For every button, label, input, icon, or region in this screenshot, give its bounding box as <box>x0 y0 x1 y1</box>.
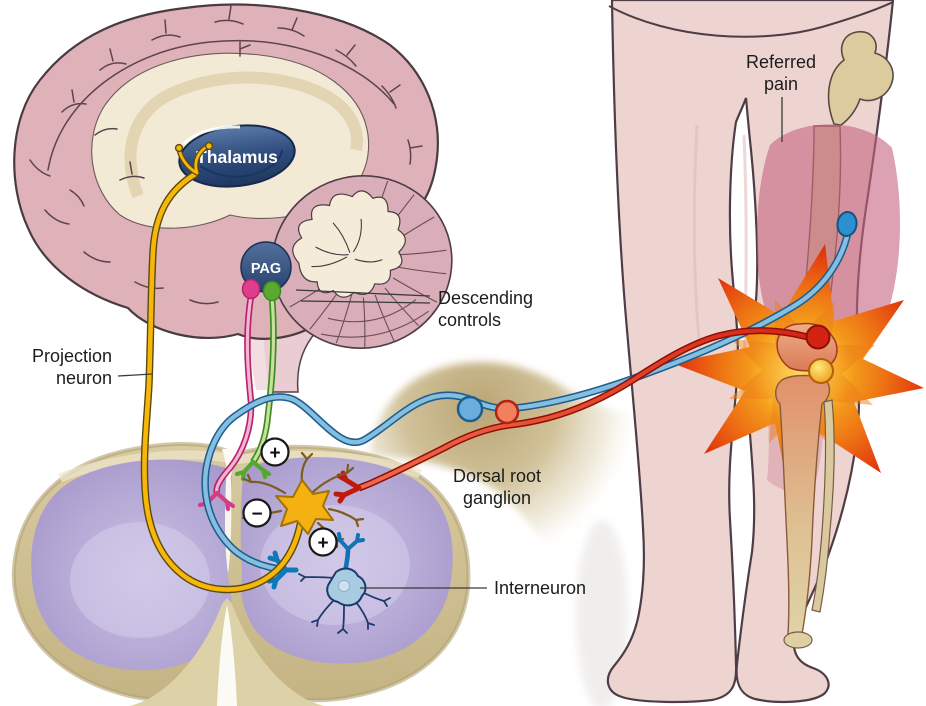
dorsal-root-ganglion-mound <box>370 362 660 554</box>
corpus-callosum-band <box>124 71 363 199</box>
projection-neuron-label-line2: neuron <box>56 368 112 388</box>
fibula-bone <box>811 399 835 613</box>
touch-fiber-drg-soma <box>456 395 484 423</box>
nociceptor-terminal-fork <box>333 470 362 504</box>
cerebellum <box>271 175 453 349</box>
nociceptor-drg-soma <box>494 399 520 425</box>
nociceptor-knee-ending <box>805 324 831 350</box>
spinal-cord <box>11 442 471 706</box>
interneuron-nucleus <box>338 580 350 592</box>
green-terminal-fork <box>234 459 272 482</box>
referred-pain-label-line1: Referred <box>746 52 816 72</box>
plus-symbol: + <box>269 443 280 464</box>
leg-shadow <box>576 520 628 706</box>
hip-bone <box>827 31 894 126</box>
thalamus-label: Thalamus <box>196 147 278 167</box>
green-fiber-soma <box>262 280 282 302</box>
inflamed-joint-ball <box>808 358 834 384</box>
nociceptor-fiber <box>333 324 831 504</box>
descending-controls-label-line2: controls <box>438 310 501 330</box>
touch-fiber-skin-ending <box>836 211 858 237</box>
interneuron-label: Interneuron <box>494 578 586 598</box>
projection-neuron-label-line1: Projection <box>32 346 112 366</box>
thalamus-swirl <box>199 149 283 178</box>
pink-fiber-soma <box>241 278 261 300</box>
sulci-lines <box>29 5 423 305</box>
synapse-badge-plus-descending: + <box>260 437 290 467</box>
dorsal-root-ganglion-label-line1: Dorsal root <box>453 466 541 486</box>
gray-matter-sheen-left <box>70 522 210 638</box>
descending-controls-leader-lines <box>295 289 431 304</box>
pag-label: PAG <box>251 261 281 277</box>
plus-symbol: + <box>317 533 328 554</box>
annotations <box>117 97 783 589</box>
tibia-bone <box>775 374 831 635</box>
thalamus-highlight <box>182 125 241 146</box>
projection-neuron-soma <box>275 479 334 535</box>
thalamus: Thalamus <box>178 124 296 188</box>
referred-pain-label-line2: pain <box>764 74 798 94</box>
ankle-bone-end <box>783 631 813 649</box>
touch-fiber <box>201 211 858 590</box>
cerebellum-foliage <box>292 190 406 298</box>
knee-injury <box>672 244 924 649</box>
synapse-badge-minus-descending: − <box>242 498 272 528</box>
descending-controls-label-line1: Descending <box>438 288 533 308</box>
buttock-crease-line <box>608 1 894 38</box>
cerebellum-foliage-veins <box>311 218 383 268</box>
text-labels: Projection neuron Descending controls Do… <box>32 52 816 598</box>
descending-inhibitory-fiber <box>234 280 282 482</box>
brain-illustration: Thalamus PAG <box>13 3 453 393</box>
synapse-badge-plus-interneuron: + <box>308 527 338 557</box>
dorsal-root-ganglion-label-line2: ganglion <box>463 488 531 508</box>
minus-symbol: − <box>251 504 262 525</box>
interneuron-dendrites <box>298 573 391 634</box>
projection-neuron-fiber <box>140 141 306 594</box>
ventral-median-fissure <box>217 605 237 706</box>
projection-neuron-leader-line <box>117 373 153 377</box>
